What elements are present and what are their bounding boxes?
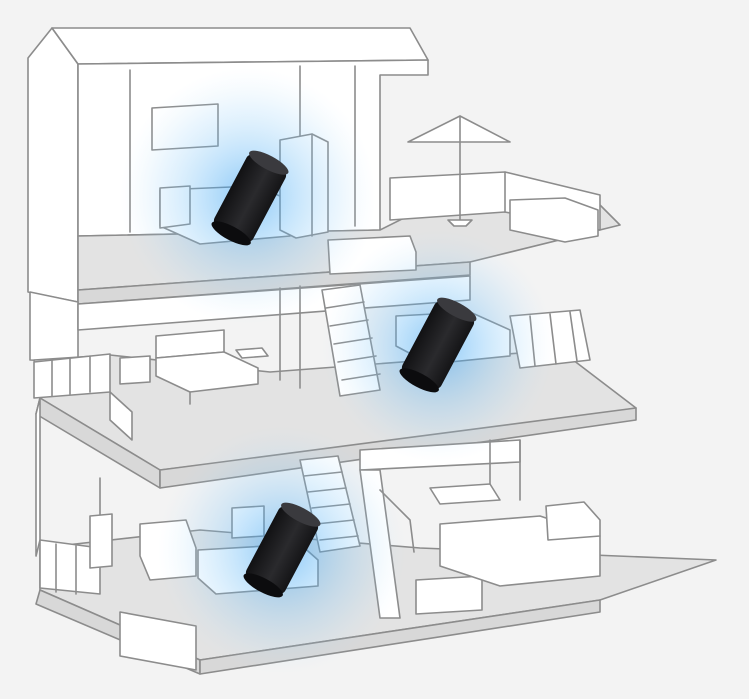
cylinder-router-icon (399, 297, 477, 393)
rooftop-balcony (389, 115, 601, 243)
cylinder-router-icon (211, 150, 289, 246)
cylinder-router-icon (243, 502, 321, 598)
